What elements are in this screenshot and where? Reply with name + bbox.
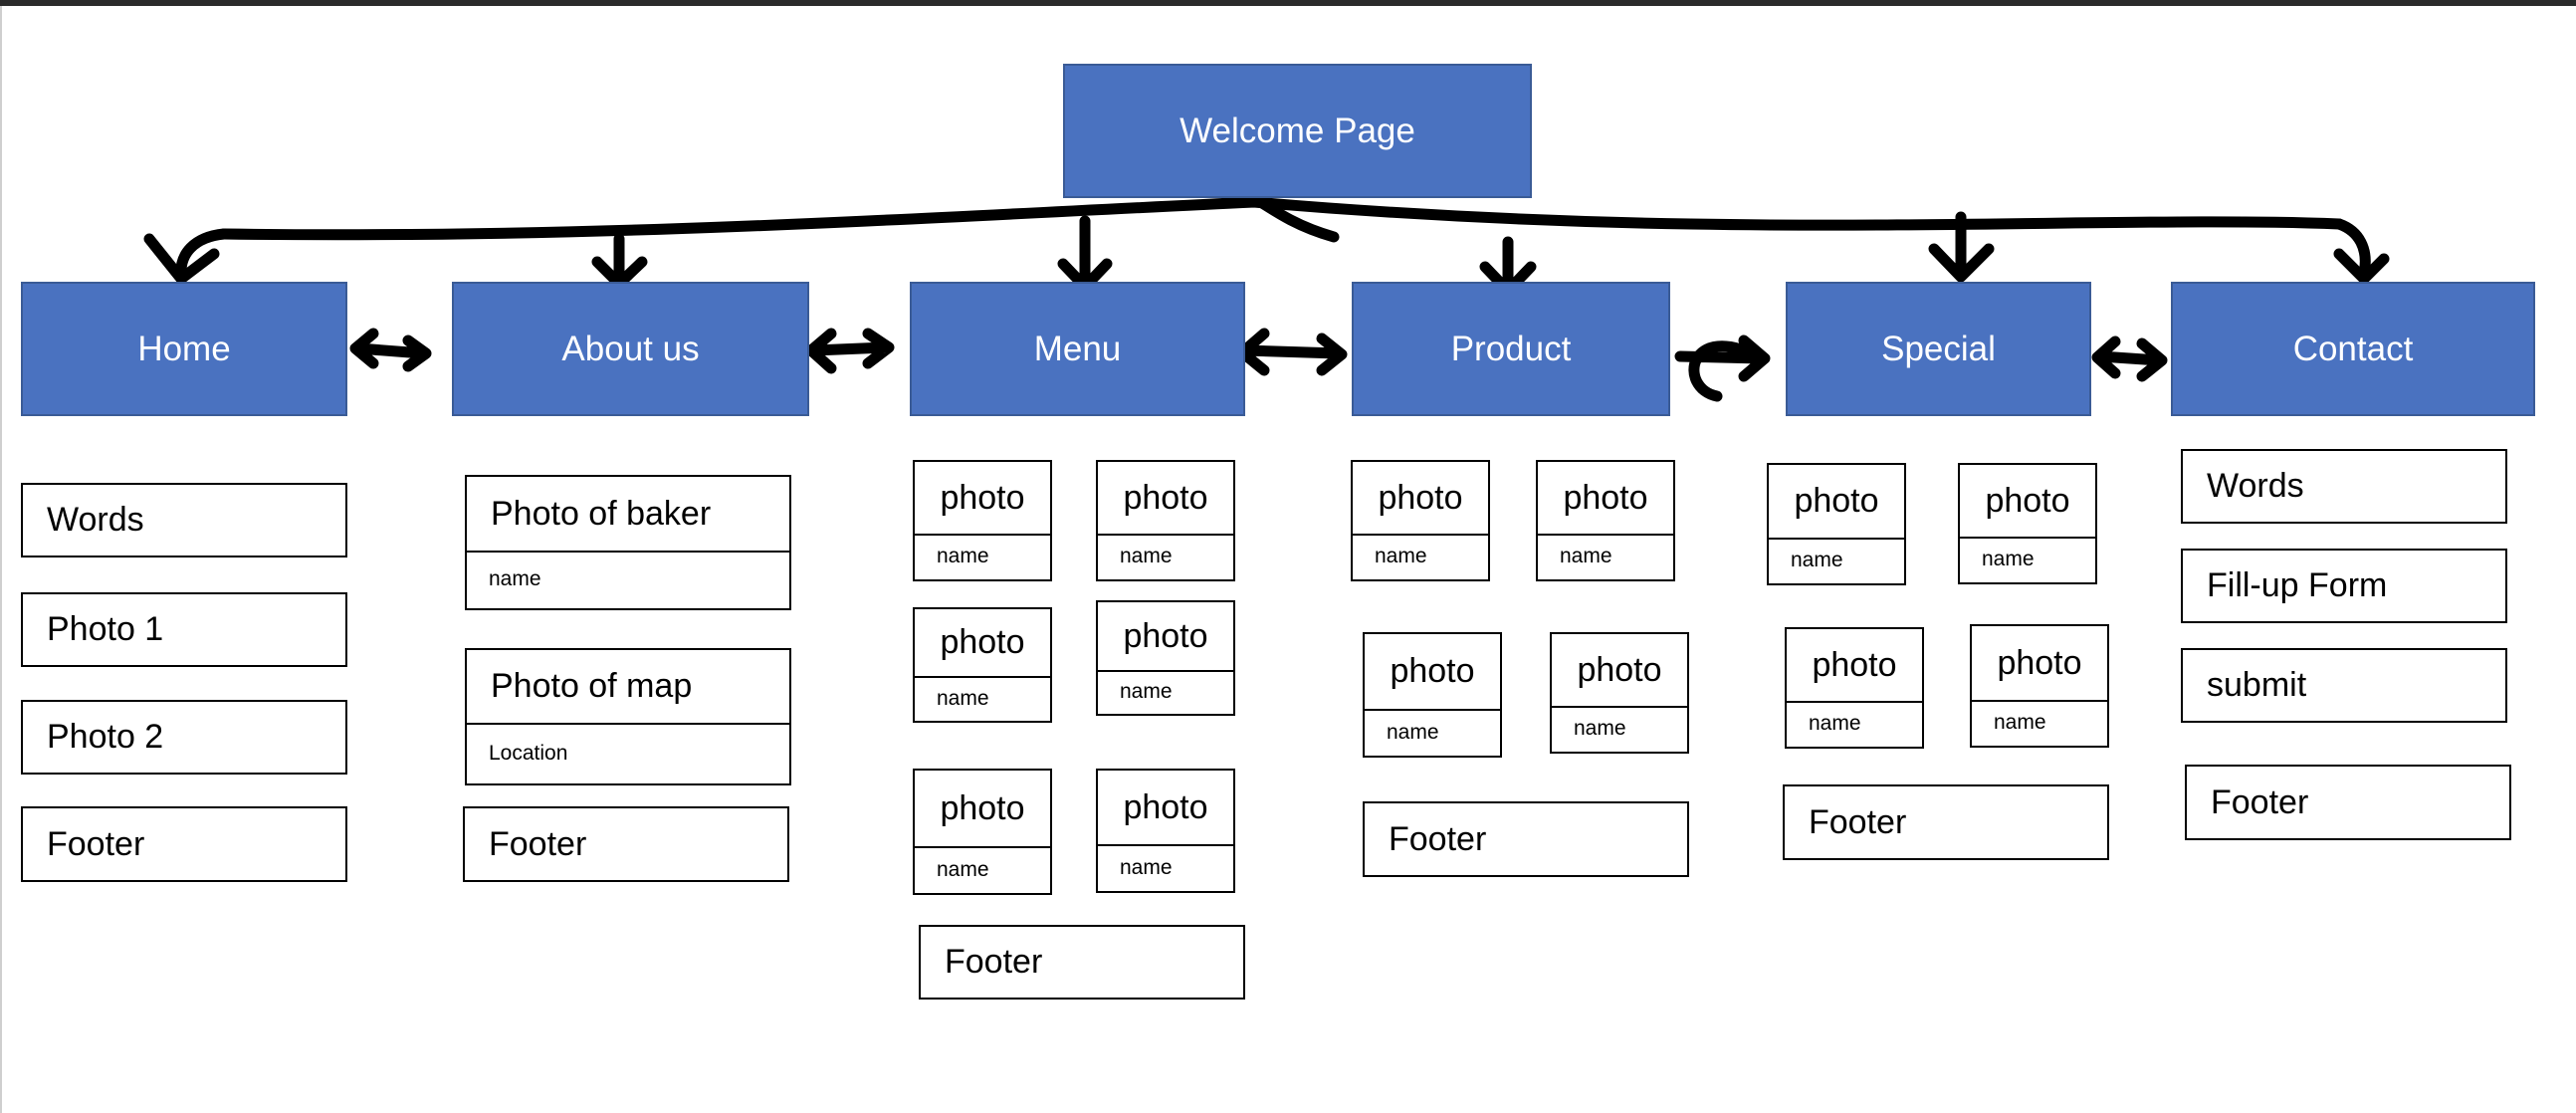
home-photo1-box: Photo 1 — [21, 592, 347, 667]
photo-caption: name — [1994, 711, 2046, 734]
photo-label: photo — [915, 462, 1050, 536]
special-photo-card: photo name — [1970, 624, 2109, 748]
contact-form-box: Fill-up Form — [2181, 549, 2507, 623]
photo-label: photo — [1098, 602, 1233, 672]
menu-photo-card: photo name — [913, 769, 1052, 895]
menu-footer-box: Footer — [919, 925, 1245, 1000]
photo-caption: name — [1387, 720, 1439, 744]
photo-caption: name — [937, 545, 989, 567]
photo-caption: name — [937, 686, 989, 710]
special-photo-card: photo name — [1767, 463, 1906, 585]
link-product-special — [1674, 334, 1771, 402]
window-top-bar — [0, 0, 2576, 6]
link-about-menu — [805, 328, 895, 374]
link-special-contact — [2091, 335, 2168, 382]
photo-caption: name — [1574, 717, 1626, 740]
card-title: Photo of map — [467, 650, 789, 725]
home-node: Home — [21, 282, 347, 416]
photo-caption: name — [1791, 549, 1843, 571]
photo-caption: name — [1982, 548, 2035, 570]
special-footer-box: Footer — [1783, 784, 2109, 860]
about-footer-box: Footer — [463, 806, 789, 882]
photo-label: photo — [1972, 626, 2107, 702]
root-connector-stem — [1250, 193, 1340, 243]
photo-label: photo — [1787, 629, 1922, 703]
home-words-box: Words — [21, 483, 347, 557]
contact-words-box: Words — [2181, 449, 2507, 524]
photo-label: photo — [915, 771, 1050, 848]
about-us-node: About us — [452, 282, 809, 416]
arrow-to-special — [1928, 211, 1995, 283]
photo-label: photo — [1769, 465, 1904, 540]
menu-node: Menu — [910, 282, 1245, 416]
contact-submit-box: submit — [2181, 648, 2507, 723]
product-footer-box: Footer — [1363, 801, 1689, 877]
arrow-to-home — [143, 228, 230, 285]
card-title: Photo of baker — [467, 477, 789, 553]
photo-caption: name — [937, 857, 989, 881]
photo-label: photo — [1365, 634, 1500, 711]
photo-label: photo — [1552, 634, 1687, 708]
photo-caption: name — [1375, 545, 1427, 567]
photo-label: photo — [1538, 462, 1673, 536]
special-photo-card: photo name — [1958, 463, 2097, 584]
home-footer-box: Footer — [21, 806, 347, 882]
arrow-to-menu — [1057, 215, 1113, 293]
home-photo2-box: Photo 2 — [21, 700, 347, 775]
photo-caption: name — [1120, 680, 1173, 703]
arrow-to-contact — [2333, 218, 2390, 285]
photo-label: photo — [1353, 462, 1488, 536]
link-home-about — [349, 328, 432, 372]
menu-photo-card: photo name — [1096, 600, 1235, 716]
product-photo-card: photo name — [1536, 460, 1675, 581]
about-baker-card: Photo of baker name — [465, 475, 791, 610]
photo-caption: name — [1560, 545, 1612, 567]
product-photo-card: photo name — [1363, 632, 1502, 758]
product-photo-card: photo name — [1351, 460, 1490, 581]
photo-caption: name — [1120, 855, 1173, 879]
menu-photo-card: photo name — [913, 607, 1052, 723]
card-caption: name — [489, 567, 541, 590]
photo-label: photo — [1960, 465, 2095, 539]
product-node: Product — [1352, 282, 1670, 416]
special-photo-card: photo name — [1785, 627, 1924, 749]
contact-node: Contact — [2171, 282, 2535, 416]
canvas-left-edge — [0, 6, 2, 1113]
menu-photo-card: photo name — [913, 460, 1052, 581]
photo-label: photo — [1098, 462, 1233, 536]
arrow-to-about — [591, 233, 648, 290]
card-caption: Location — [489, 741, 568, 765]
photo-label: photo — [915, 609, 1050, 678]
contact-footer-box: Footer — [2185, 765, 2511, 840]
menu-photo-card: photo name — [1096, 460, 1235, 581]
product-photo-card: photo name — [1550, 632, 1689, 754]
menu-photo-card: photo name — [1096, 769, 1235, 893]
about-map-card: Photo of map Location — [465, 648, 791, 785]
photo-label: photo — [1098, 771, 1233, 846]
link-menu-product — [1236, 328, 1348, 376]
special-node: Special — [1786, 282, 2091, 416]
welcome-page-node: Welcome Page — [1063, 64, 1532, 198]
photo-caption: name — [1120, 545, 1173, 567]
photo-caption: name — [1809, 712, 1861, 735]
